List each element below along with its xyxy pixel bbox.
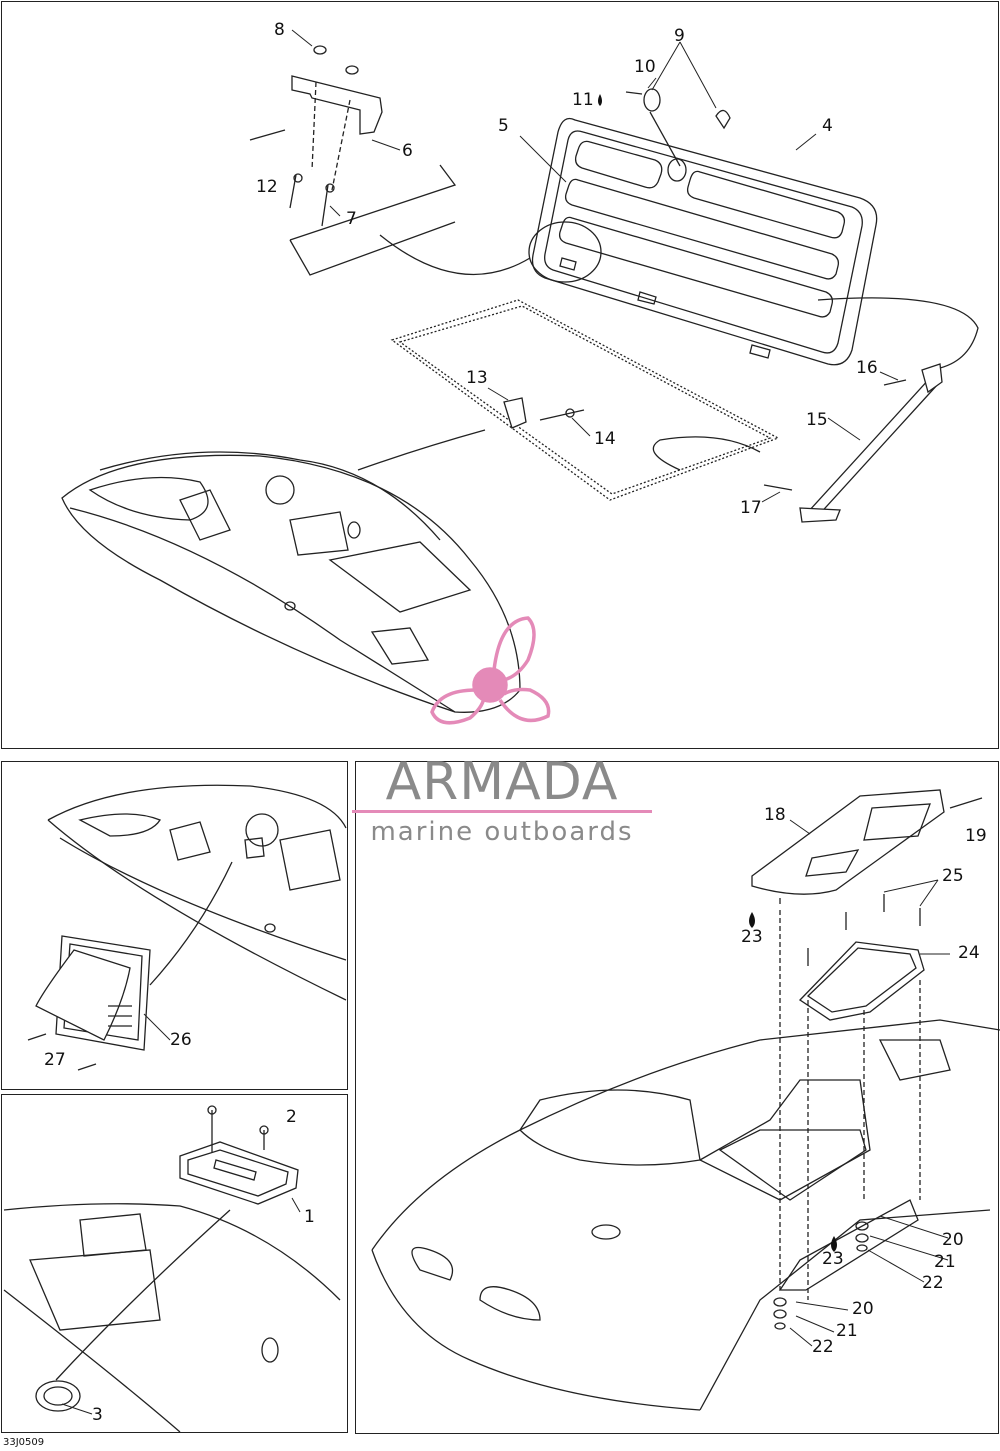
brand-tagline: marine outboards [370, 817, 634, 847]
boat-overview [61, 451, 521, 713]
callout-4: 4 [822, 116, 833, 136]
vent-cover-part [27, 861, 233, 1071]
callout-2: 2 [286, 1107, 297, 1127]
hatch-lid [531, 117, 878, 366]
callout-16: 16 [856, 358, 878, 378]
screw-14 [539, 409, 585, 421]
callout-21-lower: 21 [836, 1321, 858, 1341]
storage-tray-part [798, 894, 925, 1021]
gas-spring [763, 363, 943, 523]
callout-22-lower: 22 [812, 1337, 834, 1357]
callout-21-upper: 21 [934, 1252, 956, 1272]
boat-stern-view [3, 1203, 341, 1433]
callout-5: 5 [498, 116, 509, 136]
hatch-cap-parts [625, 88, 731, 167]
step-cover-part [751, 789, 983, 904]
alignment-lines [779, 910, 921, 1300]
callout-8: 8 [274, 20, 285, 40]
callout-3: 3 [92, 1405, 103, 1425]
callout-23-top: 23 [741, 927, 763, 947]
callout-11: 11 [572, 90, 594, 110]
hardware-stack [773, 1221, 869, 1330]
callout-9: 9 [674, 26, 685, 46]
callout-24: 24 [958, 943, 980, 963]
callout-25: 25 [942, 866, 964, 886]
callout-22-upper: 22 [922, 1273, 944, 1293]
boat-bow-view [47, 784, 347, 1001]
callout-18: 18 [764, 805, 786, 825]
callout-14: 14 [594, 429, 616, 449]
hinge-bracket-detail [249, 45, 457, 276]
access-plate-part [179, 1105, 299, 1205]
leader-lines [61, 29, 950, 1415]
drawing-code: 33J0509 [3, 1437, 45, 1448]
callout-17: 17 [740, 498, 762, 518]
boat-rear-deck [371, 1019, 1000, 1411]
callout-15: 15 [806, 410, 828, 430]
latch-block [503, 397, 527, 429]
callout-19: 19 [965, 826, 987, 846]
panel-rear-step [355, 761, 999, 1434]
propeller-logo [430, 616, 551, 725]
callout-27: 27 [44, 1050, 66, 1070]
callout-1: 1 [304, 1207, 315, 1227]
callout-23-lower: 23 [822, 1249, 844, 1269]
deck-opening-outline [390, 299, 780, 501]
armada-watermark: ARMADA marine outboards [352, 756, 652, 845]
callout-10: 10 [634, 57, 656, 77]
brand-name: ARMADA [385, 752, 619, 812]
sealant-drop-icon [598, 94, 837, 1252]
callout-20-upper: 20 [942, 1230, 964, 1250]
callout-7: 7 [346, 209, 357, 229]
detail-circle [528, 221, 602, 283]
brand-rule [352, 810, 652, 813]
callout-20-lower: 20 [852, 1299, 874, 1319]
callout-12: 12 [256, 177, 278, 197]
callout-26: 26 [170, 1030, 192, 1050]
callout-6: 6 [402, 141, 413, 161]
callout-13: 13 [466, 368, 488, 388]
